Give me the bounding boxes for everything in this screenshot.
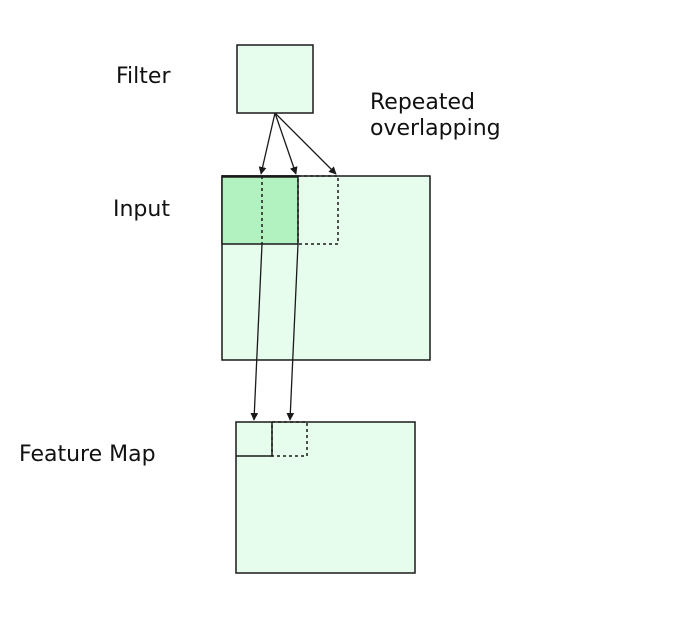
annotation-line-2: overlapping xyxy=(370,116,501,142)
annotation-label: Repeated overlapping xyxy=(370,90,501,143)
feature-map-box xyxy=(235,421,416,574)
arrow-filter-to-input-3 xyxy=(274,112,337,175)
annotation-line-1: Repeated xyxy=(370,90,475,115)
input-active-region xyxy=(221,175,299,245)
filter-label: Filter xyxy=(116,64,171,89)
arrow-input-to-feature-2 xyxy=(286,243,299,421)
arrow-input-to-feature-1 xyxy=(250,243,263,421)
filter-box xyxy=(236,44,314,114)
feature-map-next-cell xyxy=(271,421,308,457)
input-next-window xyxy=(297,175,339,245)
arrow-filter-to-input-2 xyxy=(274,112,298,175)
feature-map-label: Feature Map xyxy=(19,442,156,467)
arrow-filter-to-input-1 xyxy=(258,112,276,175)
input-label: Input xyxy=(113,197,170,222)
